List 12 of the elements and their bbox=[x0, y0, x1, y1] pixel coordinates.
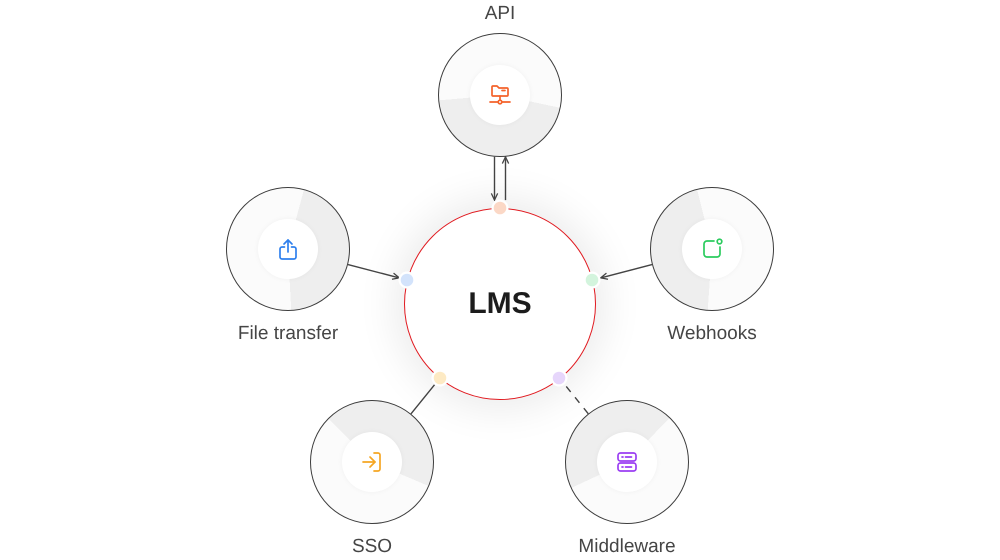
node-label: File transfer bbox=[238, 324, 338, 344]
hub-title: LMS bbox=[468, 287, 532, 321]
arrow bbox=[348, 264, 400, 280]
node-label: Middleware bbox=[578, 537, 676, 557]
connector-line bbox=[410, 384, 436, 414]
node-label: Webhooks bbox=[667, 324, 757, 344]
arrow bbox=[502, 156, 510, 200]
arrow bbox=[600, 264, 652, 280]
dashed-connector-line bbox=[564, 384, 589, 414]
node-label: SSO bbox=[352, 537, 392, 557]
arrow bbox=[490, 156, 498, 201]
node-label: API bbox=[484, 4, 516, 24]
